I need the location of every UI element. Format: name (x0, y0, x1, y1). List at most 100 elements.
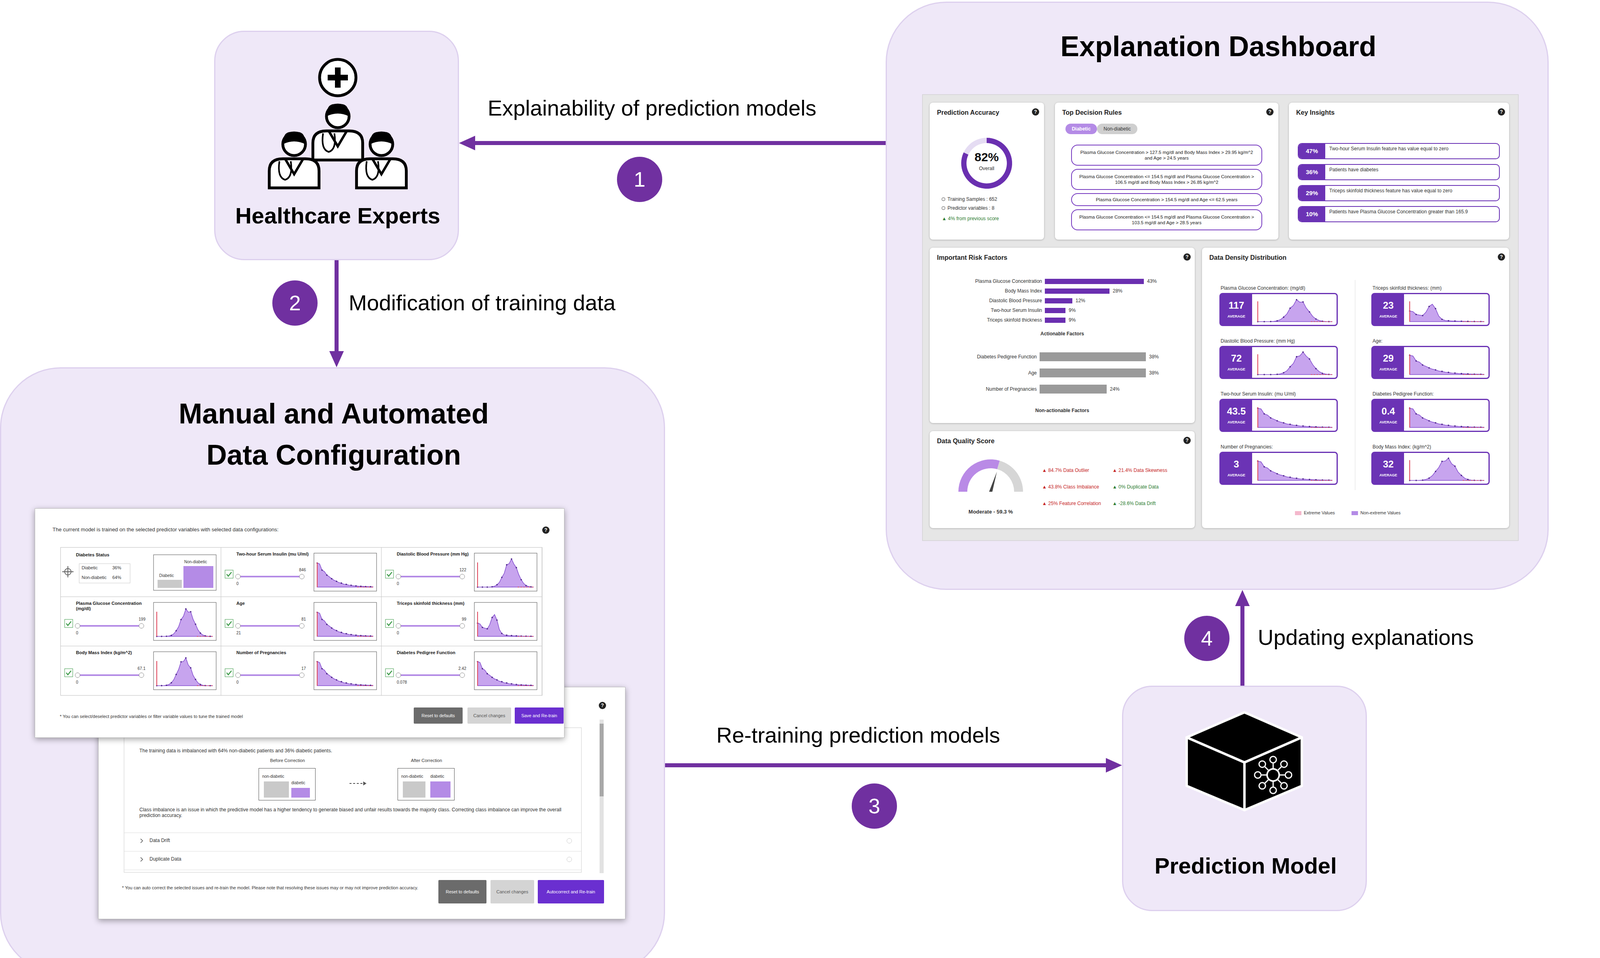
node-text: Body Mass Index (kg/m^2) (75, 650, 149, 656)
callout-number: 4 (1184, 615, 1230, 662)
risk-bar (1044, 278, 1144, 285)
node-text: ? (1031, 108, 1040, 116)
node-text: 9% (1068, 307, 1093, 314)
node-text: Non-diabetic (1103, 126, 1131, 132)
risk-bar (1039, 352, 1146, 362)
node-text: 23 (1372, 299, 1405, 312)
network-node (1280, 782, 1288, 790)
node-text: Reset to defaults (445, 889, 480, 895)
density-dot (1480, 426, 1482, 429)
variable-cell: Body Mass Index (kg/m^2)067.1 (60, 646, 222, 696)
slider-knob (395, 574, 401, 579)
node-text: Patients have Plasma Glucose Concentrati… (1329, 208, 1498, 215)
chart-frame (313, 553, 377, 592)
node-text: 32 (1372, 458, 1405, 470)
average-block (1372, 400, 1405, 431)
extreme-line (517, 586, 534, 588)
cell-border (221, 646, 382, 696)
scrollbar (599, 719, 604, 874)
callout-number: 2 (272, 280, 318, 326)
slider-knob (138, 672, 144, 678)
density-area (156, 657, 213, 686)
person-head (326, 105, 350, 128)
slider-knob (235, 623, 241, 629)
density-dot (1428, 477, 1430, 479)
person-body (356, 158, 407, 188)
node-text: 3 (1220, 458, 1253, 470)
density-dot (1282, 422, 1285, 424)
network-link (1273, 764, 1285, 775)
chevron (140, 838, 143, 843)
node-text: ? (1183, 253, 1191, 261)
legend-swatch (1294, 511, 1302, 516)
button: Reset to defaults (438, 880, 487, 904)
node-text: 0 (75, 680, 101, 685)
density-dot (1295, 424, 1298, 427)
node-text: Plasma Glucose Concentration > 154.5 mg/… (1095, 196, 1238, 203)
extreme-line (517, 685, 534, 687)
density-dot (326, 673, 328, 675)
density-dot (476, 622, 479, 624)
node-text: 21 (236, 630, 261, 636)
density-dot (1473, 426, 1476, 428)
node-text: Important Risk Factors (936, 254, 1059, 262)
check-mark (387, 572, 392, 577)
density-card: Diastolic Blood Pressure: (mm Hg)72AVERA… (1219, 345, 1338, 379)
density-dot (530, 635, 532, 638)
extreme-spike (1257, 460, 1259, 481)
rule-pill: Plasma Glucose Concentration > 127.5 mg/… (1071, 144, 1263, 166)
density-dot (501, 576, 503, 579)
check-mark (387, 670, 392, 675)
network-link (1272, 774, 1274, 791)
person-body (312, 130, 363, 160)
node-text: ? (1266, 108, 1274, 116)
insights-panel: Key Insights?47%Two-hour Serum Insulin f… (1288, 102, 1510, 240)
density-dot (335, 679, 338, 681)
density-dot (1321, 479, 1324, 481)
network-node (1254, 771, 1262, 779)
grid-frame (60, 547, 543, 696)
density-dot (1302, 478, 1304, 480)
density-dot (520, 635, 523, 637)
risk-bar (1039, 368, 1146, 378)
edge-label: Modification of training data (348, 290, 616, 316)
density-dot (1467, 426, 1469, 428)
extreme-line (1310, 480, 1333, 481)
extreme-spike (1409, 460, 1411, 481)
density-dot (525, 684, 527, 687)
chart-frame (313, 602, 377, 641)
density-dot (1434, 422, 1437, 424)
gauge-value (958, 459, 1000, 492)
node-text: Body Mass Index (933, 288, 1043, 294)
node-text: 0 (396, 581, 422, 586)
node-text: AVERAGE (1372, 473, 1405, 478)
config-screenshot: The current model is trained on the sele… (34, 508, 565, 738)
node-text: 0.4 (1372, 405, 1405, 417)
insight-pill: 47%Two-hour Serum Insulin feature has va… (1297, 143, 1500, 160)
density-dot (486, 628, 489, 630)
class-chart: After Correctionnon-diabeticdiabetic (397, 768, 455, 801)
gauge-track (997, 460, 1024, 492)
node-text: Plasma Glucose Concentration (mg/dl) (75, 600, 149, 612)
slider-knob (299, 574, 305, 579)
slider-track (398, 674, 463, 676)
density-dot (345, 583, 348, 586)
person-hair (326, 103, 350, 117)
node-text: 0.078 (396, 680, 422, 685)
variable-cell: Triceps skinfold thickness (mm)099 (381, 596, 542, 647)
density-dot (525, 584, 527, 587)
density-dot (1434, 470, 1437, 473)
node-text: 38% (1149, 353, 1174, 360)
collar (328, 130, 348, 147)
extreme-line (1462, 427, 1485, 428)
density-dot (1473, 373, 1476, 375)
density-card: Diabetes Pedigree Function:0.4AVERAGE (1371, 398, 1490, 432)
node-text: 81 (281, 616, 306, 622)
density-card: Number of Pregnancies:3AVERAGE (1219, 451, 1338, 485)
risk-bar (1044, 288, 1110, 294)
density-dot (1460, 425, 1463, 428)
node-text: Top Decision Rules (1062, 109, 1184, 117)
status-table (79, 563, 131, 584)
density-dot (1447, 371, 1450, 374)
slider-track (237, 575, 302, 578)
